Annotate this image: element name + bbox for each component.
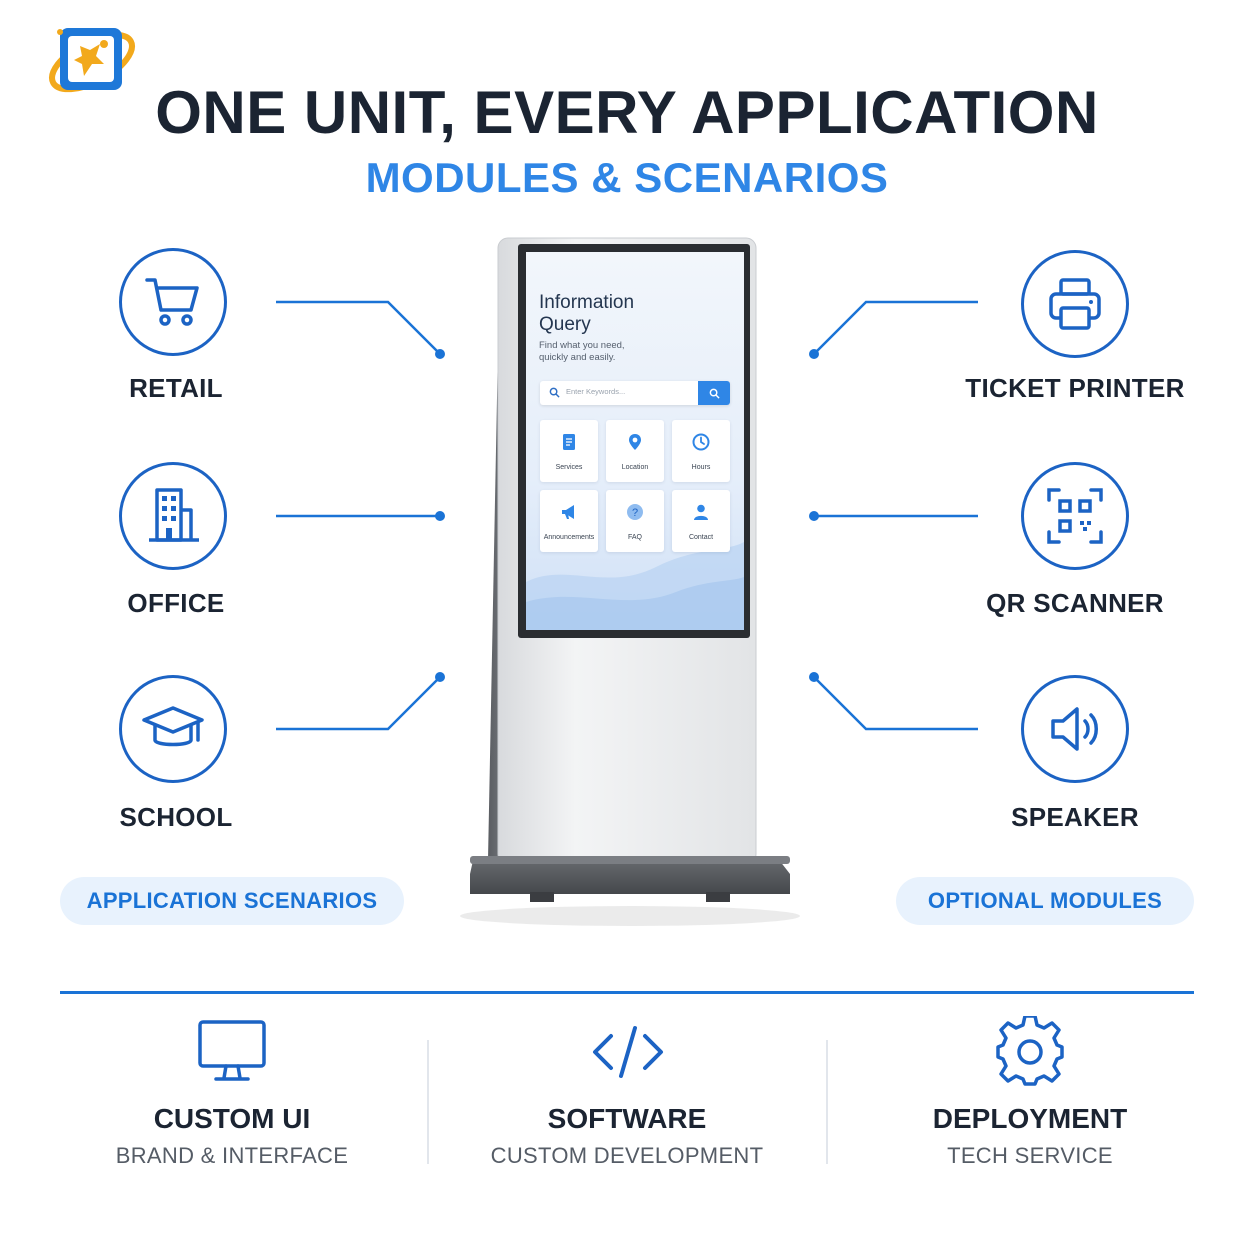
service-subtitle-custom-ui: BRAND & INTERFACE — [115, 1143, 349, 1168]
section-divider — [60, 991, 1194, 994]
map-pin-icon — [629, 434, 641, 450]
megaphone-icon — [562, 505, 574, 519]
speaker-icon — [1021, 675, 1129, 783]
tile-label: Announcements — [543, 534, 595, 541]
code-icon — [591, 1024, 665, 1085]
tile-label: Location — [621, 464, 649, 471]
tile-label: Services — [555, 464, 583, 471]
screen-search-input[interactable]: Enter Keywords... — [540, 381, 730, 405]
tile-hours[interactable]: Hours — [672, 420, 730, 482]
tile-announcements[interactable]: Announcements — [540, 490, 598, 552]
service-subtitle-deployment: TECH SERVICE — [947, 1143, 1113, 1168]
screen-subtitle: Find what you need, quickly and easily. — [539, 340, 625, 363]
page-subtitle: MODULES & SCENARIOS — [365, 154, 889, 201]
service-title-software: SOFTWARE — [547, 1103, 707, 1134]
monitor-icon — [196, 1018, 268, 1089]
service-title-deployment: DEPLOYMENT — [932, 1103, 1128, 1134]
qr-code-icon — [1021, 462, 1129, 570]
user-icon — [694, 504, 708, 520]
brand-logo — [44, 20, 140, 98]
tile-label: FAQ — [627, 534, 642, 541]
search-placeholder: Enter Keywords... — [566, 387, 626, 396]
optional-modules-pill: OPTIONAL MODULES — [896, 877, 1194, 925]
screen-title: Information Query — [539, 292, 635, 335]
service-title-custom-ui: CUSTOM UI — [153, 1103, 311, 1134]
graduation-cap-icon — [119, 675, 227, 783]
search-button[interactable] — [698, 381, 730, 405]
scenario-label-school: SCHOOL — [119, 802, 233, 832]
column-separator — [826, 1040, 828, 1164]
office-building-icon — [119, 462, 227, 570]
column-separator — [427, 1040, 429, 1164]
module-label-qr-scanner: QR SCANNER — [986, 588, 1164, 618]
question-icon: ? — [627, 504, 643, 520]
service-subtitle-software: CUSTOM DEVELOPMENT — [490, 1143, 764, 1168]
application-scenarios-pill: APPLICATION SCENARIOS — [60, 877, 404, 925]
kiosk-screen: Information Query Find what you need, qu… — [526, 252, 744, 630]
shopping-cart-icon — [119, 248, 227, 356]
tile-label: Hours — [691, 464, 711, 471]
printer-icon — [1021, 250, 1129, 358]
tile-contact[interactable]: Contact — [672, 490, 730, 552]
module-label-ticket-printer: TICKET PRINTER — [965, 373, 1185, 403]
document-icon — [563, 434, 575, 450]
scenario-label-office: OFFICE — [127, 588, 225, 618]
search-icon — [549, 387, 560, 398]
tile-location[interactable]: Location — [606, 420, 664, 482]
gear-icon — [994, 1014, 1066, 1093]
clock-icon — [692, 433, 710, 451]
module-label-speaker: SPEAKER — [1011, 802, 1139, 832]
scenario-label-retail: RETAIL — [129, 373, 223, 403]
tile-label: Contact — [688, 534, 714, 541]
tile-services[interactable]: Services — [540, 420, 598, 482]
search-icon — [709, 388, 720, 399]
tile-faq[interactable]: ? FAQ — [606, 490, 664, 552]
svg-text:?: ? — [632, 507, 638, 519]
page-title: ONE UNIT, EVERY APPLICATION — [155, 79, 1099, 146]
